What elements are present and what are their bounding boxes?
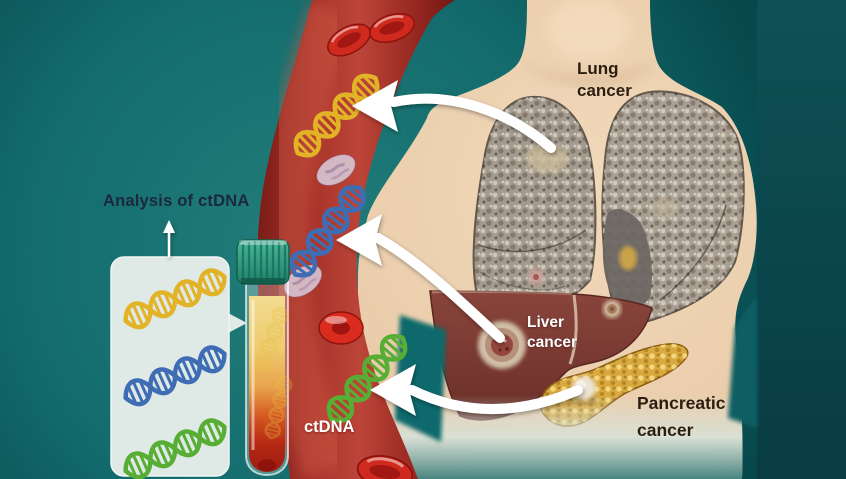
arrows: [163, 80, 583, 416]
curved-arrow-icon: [370, 364, 583, 416]
human-torso: [358, 0, 757, 479]
analysis-panel: [110, 256, 247, 479]
test-tube-icon: [236, 239, 295, 477]
liver-cancer-label: Liver cancer: [527, 314, 577, 352]
curved-arrow-icon: [336, 214, 505, 343]
lung-cancer-label: Lung cancer: [577, 59, 632, 100]
lungs: [472, 90, 745, 323]
right-band: [757, 0, 846, 479]
curved-arrow-icon: [352, 80, 556, 153]
up-arrow-icon: [163, 220, 175, 257]
liver: [429, 290, 653, 421]
liver-tumor-small: [603, 300, 621, 318]
background-gap-right: [728, 295, 757, 428]
tube-cap: [236, 239, 290, 285]
pancreatic-cancer-label: Pancreatic cancer: [637, 393, 726, 441]
ctdna-label: ctDNA: [304, 418, 355, 436]
lung-tumor-left: [526, 144, 568, 172]
analysis-of-ctdna-label: Analysis of ctDNA: [103, 192, 250, 210]
lung-tumor-right: [619, 246, 637, 270]
red-blood-cell-icon: [318, 311, 364, 345]
